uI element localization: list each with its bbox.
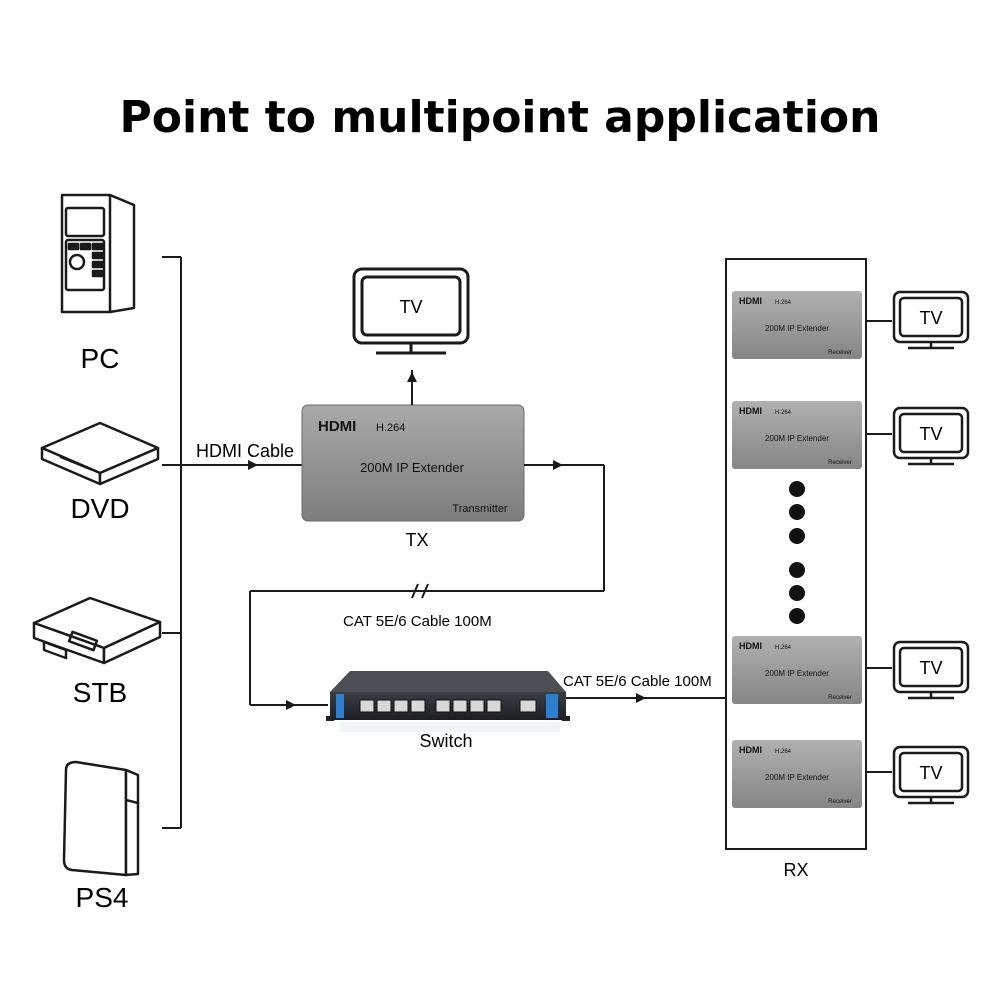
- rx-brand: HDMI: [739, 406, 762, 416]
- rx-role: Receiver: [828, 695, 852, 701]
- rx-brand: HDMI: [739, 641, 762, 651]
- dvd-icon: [40, 421, 160, 486]
- tx-role: Transmitter: [452, 503, 508, 515]
- hdmi-cable-label: HDMI Cable: [196, 441, 294, 461]
- tx-to-switch-cable: [249, 460, 605, 710]
- tx-model: 200M IP Extender: [360, 460, 464, 475]
- cat-cable-label-lower: CAT 5E/6 Cable 100M: [563, 673, 712, 690]
- switch-caption: Switch: [419, 731, 472, 751]
- rx-tv-connectors: [866, 320, 892, 773]
- rx-brand: HDMI: [739, 296, 762, 306]
- rx-tv-label: TV: [919, 658, 942, 678]
- rx-codec: H.264: [775, 749, 792, 755]
- rx-tv-label: TV: [919, 424, 942, 444]
- rx-codec: H.264: [775, 645, 792, 651]
- page-title: Point to multipoint application: [120, 92, 881, 143]
- rx-tv-icon: [892, 640, 970, 700]
- tx-to-tv-line: [407, 370, 417, 405]
- tx-codec: H.264: [376, 422, 405, 434]
- rx-brand: HDMI: [739, 745, 762, 755]
- source-bracket: [162, 256, 182, 829]
- rx-tv-icon: [892, 406, 970, 466]
- rx-role: Receiver: [828, 350, 852, 356]
- ps4-icon: [62, 760, 140, 877]
- receiver-unit: HDMI H.264 200M IP Extender Receiver: [732, 401, 862, 469]
- rx-role: Receiver: [828, 799, 852, 805]
- receiver-unit: HDMI H.264 200M IP Extender Receiver: [732, 291, 862, 359]
- hdmi-cable-line: [181, 460, 302, 470]
- network-switch: [326, 671, 570, 732]
- source-label-pc: PC: [81, 343, 120, 374]
- rx-model: 200M IP Extender: [765, 669, 829, 678]
- tx-caption: TX: [405, 530, 428, 550]
- rx-role: Receiver: [828, 460, 852, 466]
- tx-brand: HDMI: [318, 418, 356, 435]
- rx-codec: H.264: [775, 410, 792, 416]
- rx-model: 200M IP Extender: [765, 324, 829, 333]
- rx-tv-label: TV: [919, 763, 942, 783]
- switch-ports: [359, 699, 537, 713]
- tx-tv-icon: [352, 267, 470, 355]
- source-label-ps4: PS4: [76, 882, 129, 913]
- cable-break-mark: [411, 583, 429, 599]
- stb-icon: [32, 596, 162, 665]
- rx-tv-icon: [892, 745, 970, 805]
- source-label-stb: STB: [73, 677, 127, 708]
- cat-cable-label-upper: CAT 5E/6 Cable 100M: [343, 613, 492, 630]
- pc-icon: [60, 193, 136, 314]
- more-receivers-dots: [789, 481, 805, 624]
- receiver-unit: HDMI H.264 200M IP Extender Receiver: [732, 636, 862, 704]
- rx-tv-icon: [892, 290, 970, 350]
- rx-model: 200M IP Extender: [765, 434, 829, 443]
- rx-caption: RX: [783, 860, 808, 880]
- switch-to-rx-cable: [566, 693, 726, 703]
- rx-tv-label: TV: [919, 308, 942, 328]
- rx-codec: H.264: [775, 300, 792, 306]
- tx-tv-label: TV: [399, 297, 422, 317]
- source-label-dvd: DVD: [70, 493, 129, 524]
- receiver-unit: HDMI H.264 200M IP Extender Receiver: [732, 740, 862, 808]
- rx-model: 200M IP Extender: [765, 773, 829, 782]
